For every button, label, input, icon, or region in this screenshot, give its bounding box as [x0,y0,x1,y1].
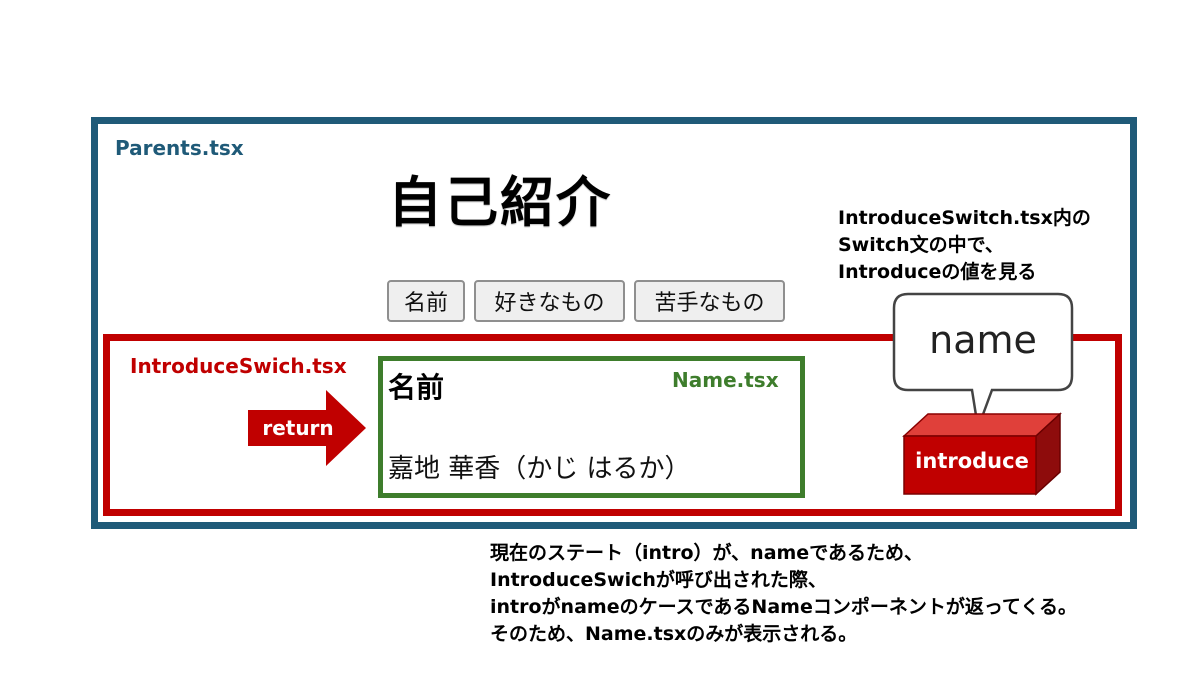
switch-note-line: Switch文の中で、 [838,234,1004,256]
state-box-label: introduce [915,449,1029,473]
name-heading: 名前 [388,371,445,404]
speech-bubble [892,292,1074,433]
page-title: 自己紹介 [388,171,612,234]
introduce-switch-frame [103,334,1122,516]
introduce-switch-label: IntroduceSwich.tsx [130,354,347,378]
name-component-frame [378,356,805,498]
return-arrow-icon [248,390,366,466]
name-value: 嘉地 華香（かじ はるか） [388,454,691,484]
parents-frame [91,117,1137,529]
name-component-label: Name.tsx [672,368,779,392]
dislikes-button[interactable]: 苦手なもの [634,280,785,322]
explanation-line: introがnameのケースであるNameコンポーネントが返ってくる。 [490,596,1077,618]
switch-note-line: Introduceの値を見る [838,261,1037,283]
name-button[interactable]: 名前 [387,280,465,322]
state-box-icon [902,412,1062,496]
switch-note-line: IntroduceSwitch.tsx内の [838,207,1091,229]
explanation-line: IntroduceSwichが呼び出された際、 [490,569,827,591]
explanation-line: 現在のステート（intro）が、nameであるため、 [490,542,924,564]
explanation-text: 現在のステート（intro）が、nameであるため、 IntroduceSwic… [490,540,1077,648]
bubble-text: name [929,318,1037,362]
switch-note: IntroduceSwitch.tsx内の Switch文の中で、 Introd… [838,205,1091,286]
likes-button[interactable]: 好きなもの [474,280,625,322]
explanation-line: そのため、Name.tsxのみが表示される。 [490,623,858,645]
return-label: return [262,416,334,440]
parents-label: Parents.tsx [115,136,244,160]
